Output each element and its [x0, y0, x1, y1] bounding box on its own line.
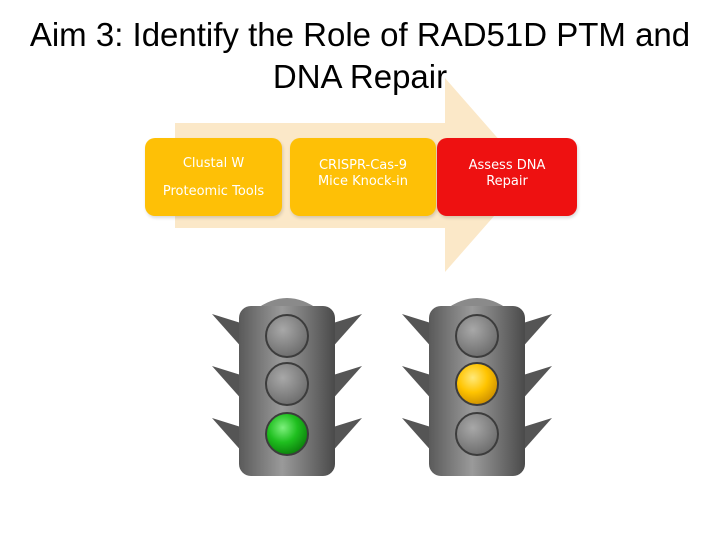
- wing-left-2: [212, 366, 244, 402]
- wing-left-2: [402, 366, 434, 402]
- lens-red-off: [265, 314, 309, 358]
- wing-left-1: [402, 314, 434, 350]
- wing-right-1: [520, 314, 552, 350]
- step-box-clustal: Clustal W Proteomic Tools: [145, 138, 282, 216]
- step-box-crispr: CRISPR-Cas-9 Mice Knock-in: [290, 138, 436, 216]
- lens-yellow-off: [265, 362, 309, 406]
- wing-right-3: [520, 418, 552, 454]
- step-box-dna-repair: Assess DNA Repair: [437, 138, 577, 216]
- step-2-line-2: Mice Knock-in: [317, 174, 409, 189]
- step-3-line-1: Assess DNA: [468, 158, 546, 173]
- lens-red-off: [455, 314, 499, 358]
- traffic-light-yellow: [402, 298, 552, 476]
- slide-title: Aim 3: Identify the Role of RAD51D PTM a…: [0, 14, 720, 98]
- wing-left-1: [212, 314, 244, 350]
- wing-right-1: [330, 314, 362, 350]
- wing-right-3: [330, 418, 362, 454]
- lens-green-off: [455, 412, 499, 456]
- step-3-line-2: Repair: [486, 174, 528, 189]
- wing-right-2: [330, 366, 362, 402]
- lens-green-on: [265, 412, 309, 456]
- traffic-light-green: [212, 298, 362, 476]
- wing-left-3: [212, 418, 244, 454]
- step-1-line-1: Clustal W: [182, 156, 245, 171]
- step-2-line-1: CRISPR-Cas-9: [318, 158, 407, 173]
- title-line-1: Aim 3: Identify the Role of RAD51D PTM a…: [29, 16, 691, 53]
- step-1-line-2: Proteomic Tools: [162, 184, 265, 199]
- title-line-2: DNA Repair: [272, 58, 448, 95]
- lens-yellow-on: [455, 362, 499, 406]
- wing-left-3: [402, 418, 434, 454]
- wing-right-2: [520, 366, 552, 402]
